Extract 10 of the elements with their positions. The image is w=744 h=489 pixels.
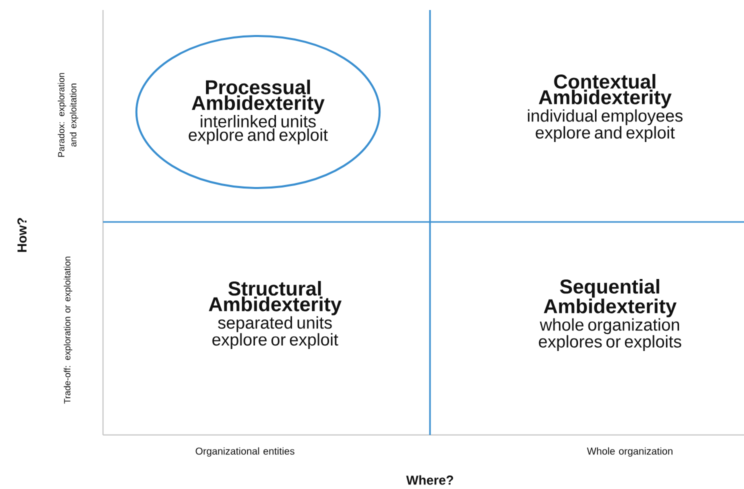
axis-label: Paradox: exploration and exploitation [58, 73, 78, 157]
axis-title: How? [17, 218, 27, 252]
quadrant-text: Sequential Ambidexterity whole organization explores or exploits [538, 279, 682, 351]
quadrant-text: Contextual Ambidexterity individual employees explore and exploit [528, 74, 683, 142]
axis-label: Whole organization [586, 447, 672, 457]
quadrant-text: Structural Ambidexterity separated units explore or exploit [208, 280, 342, 349]
axis-label: Trade-off: exploration or exploitation [64, 256, 72, 404]
ellipse-node: Processual Ambidexterity interlinked units explore and exploit [135, 35, 381, 189]
axis-label: Organizational entities [196, 447, 294, 457]
axis-title: Where? [406, 475, 454, 485]
